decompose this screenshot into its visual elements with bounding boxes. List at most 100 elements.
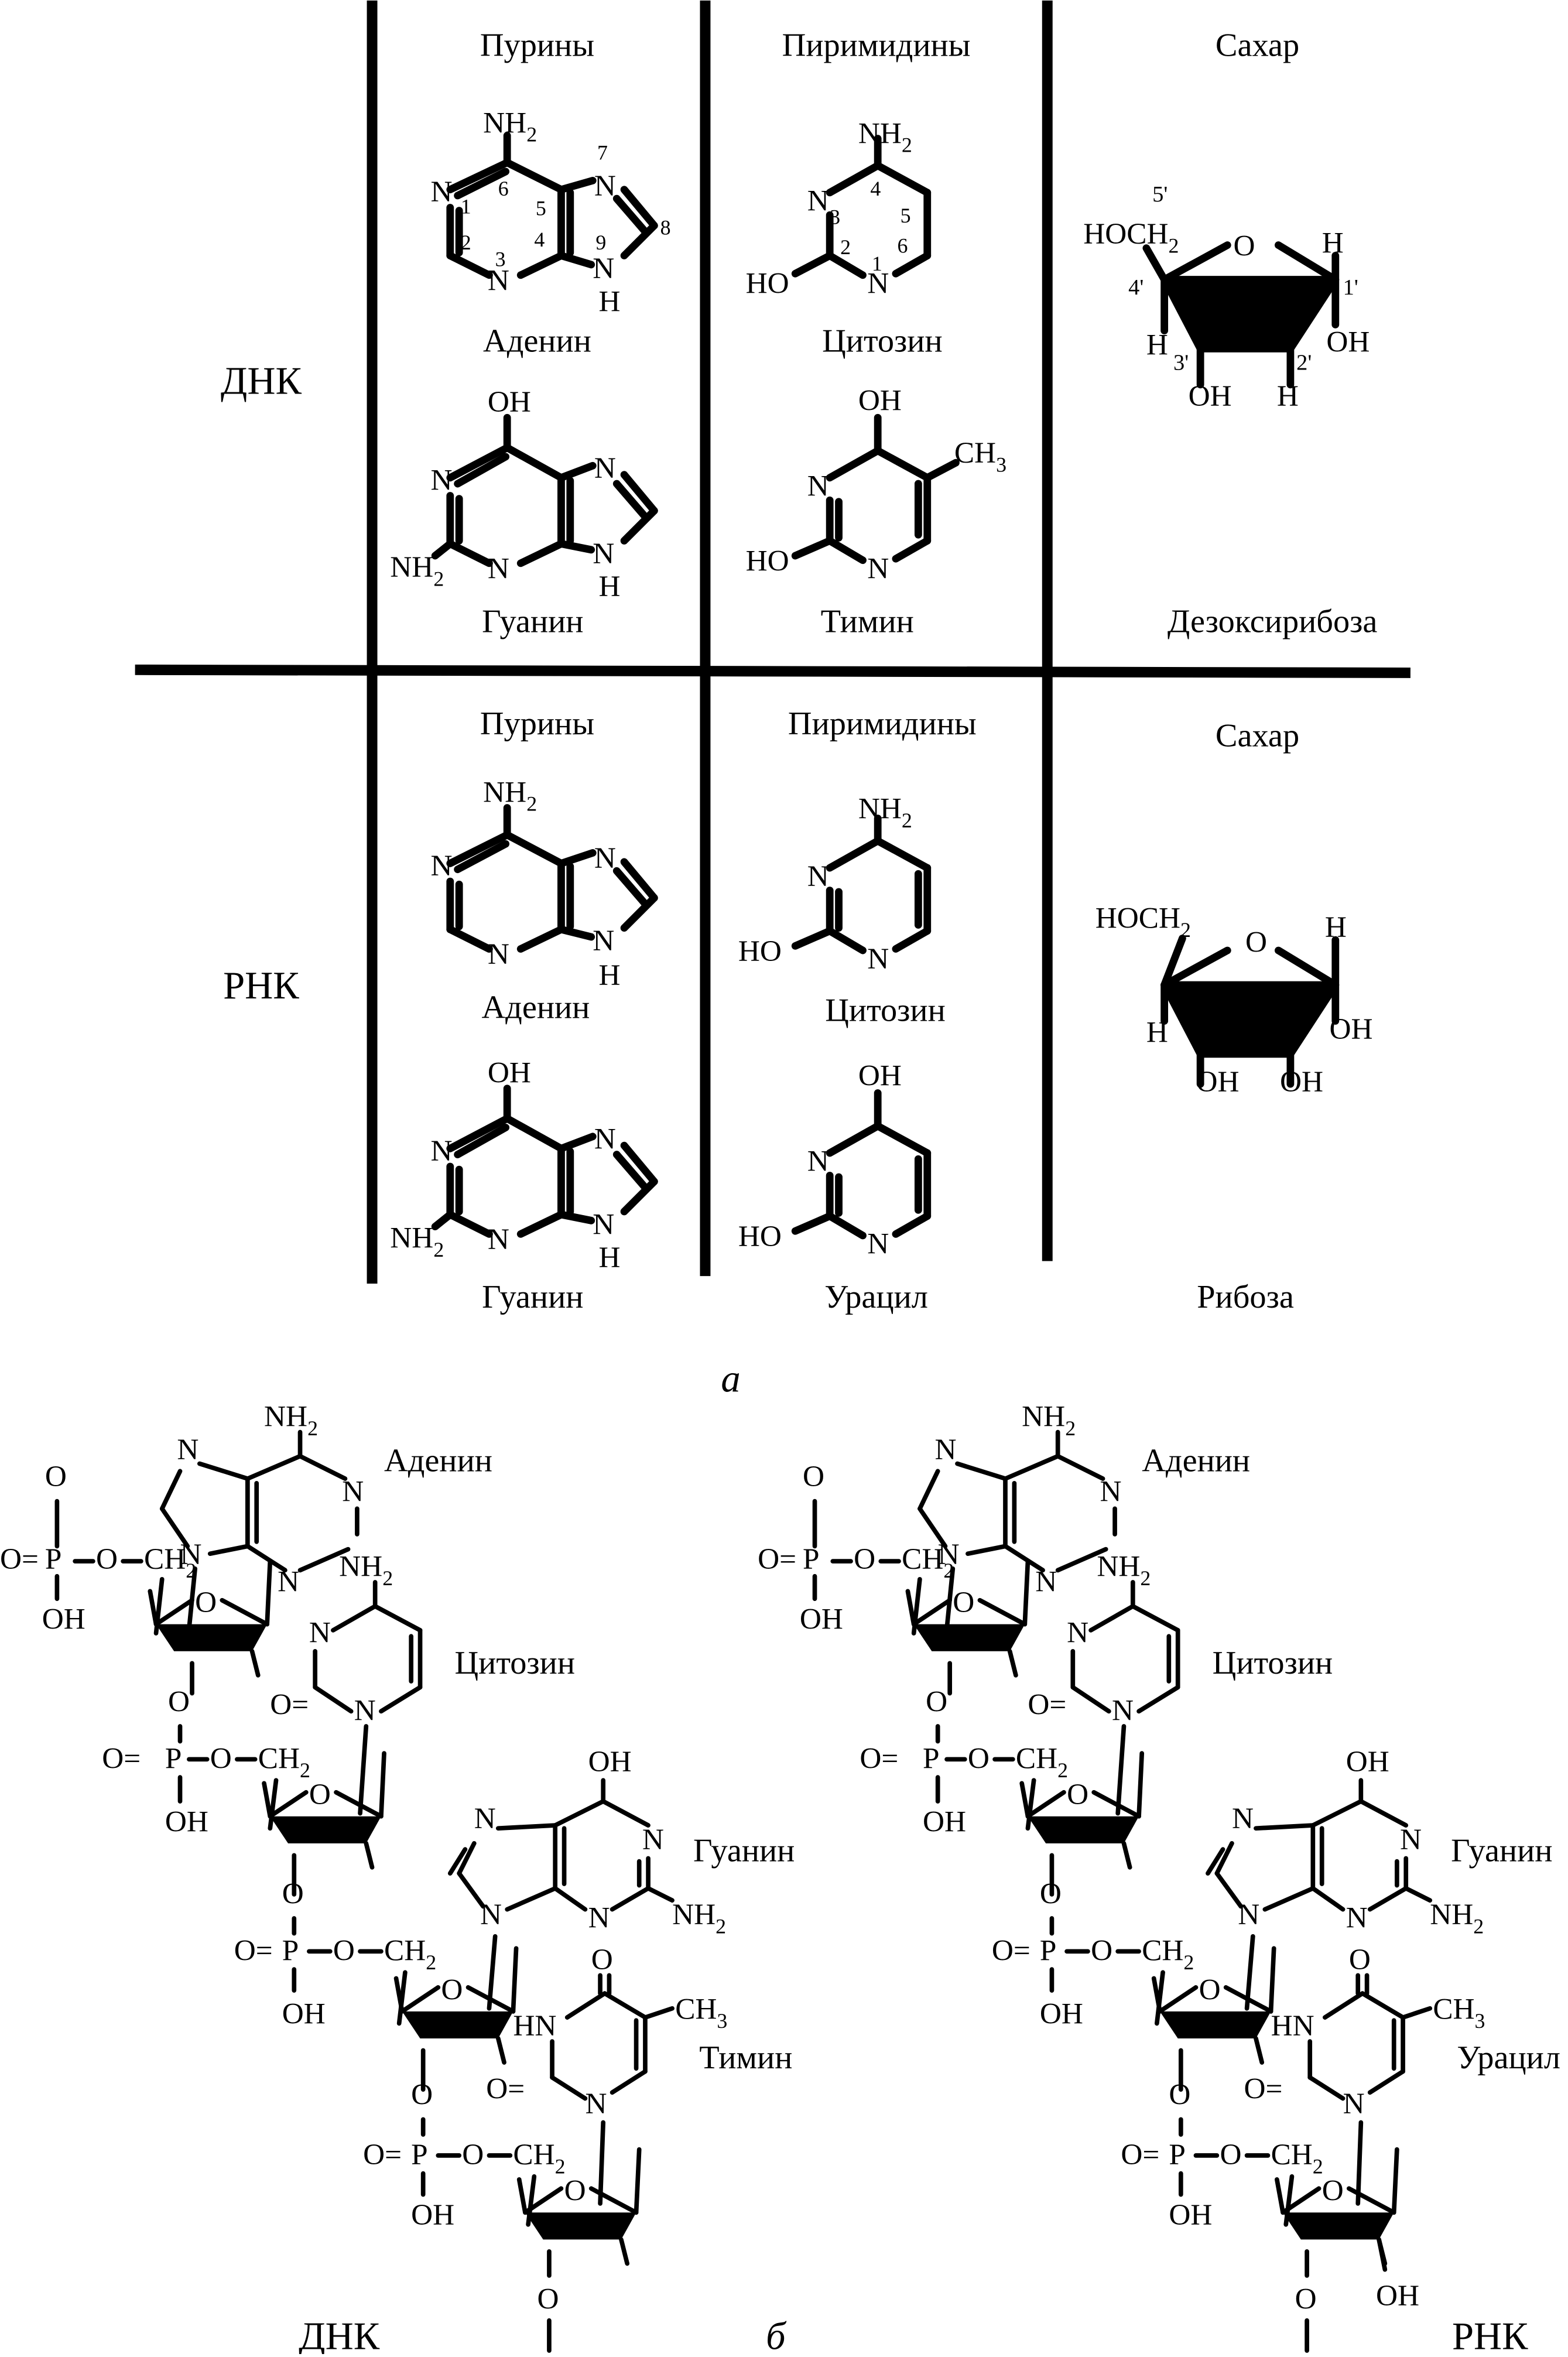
atom-o: O (803, 1460, 824, 1493)
bond (1055, 1547, 1108, 1573)
atom-h: H (1278, 983, 1300, 1016)
atom-n: N (807, 1145, 829, 1178)
atom-n: N (480, 1898, 502, 1931)
adenine-label: Аденин (1142, 1442, 1250, 1479)
sugar-ring: OOH (1274, 2147, 1419, 2312)
bond (1136, 1751, 1145, 1819)
ring-oxygen: O (309, 1778, 331, 1811)
bond (457, 1871, 486, 1909)
atom-oh: OH (800, 1602, 843, 1636)
atom-n: N (593, 537, 614, 570)
atom-o: O (168, 1685, 190, 1718)
atom-p: P (282, 1934, 299, 1968)
bond (1310, 1799, 1364, 1828)
atom-nh2: NH2 (858, 792, 912, 832)
ribose-structure (1160, 935, 1340, 1088)
atom-oh: OH (1330, 1012, 1373, 1046)
atom-o: O (1169, 2078, 1190, 2112)
bond (643, 2006, 675, 2020)
ring-number: 7 (597, 141, 608, 165)
ring-oxygen: O (564, 2174, 586, 2208)
bond (1130, 1604, 1180, 1633)
bond (268, 1790, 309, 1819)
atom-o: O (1040, 1877, 1062, 1910)
rna-strand-label: РНК (1452, 2315, 1528, 2354)
cytosine-numbering: 1 2 3 4 5 6 (830, 177, 910, 275)
dna-pyrimidines-header: Пиримидины (782, 28, 971, 64)
bond (1088, 1604, 1135, 1633)
sugar-ring: O (262, 1751, 386, 1870)
atom-oh: OH (165, 1805, 208, 1838)
bond (1367, 2069, 1405, 2095)
bond (511, 1946, 519, 2014)
ring-number: 5 (536, 196, 546, 220)
atom-n: N (867, 1227, 889, 1261)
atom-n: N (807, 470, 829, 503)
deoxyribose-atoms: HOCH2 O H H H H OH OH H (1083, 217, 1370, 413)
atom-oh: OH (858, 1059, 902, 1093)
atom-n: N (180, 1538, 202, 1571)
atom-oh: OH (488, 1056, 531, 1090)
dna-cytosine-atoms: NH2 N N HO (746, 117, 912, 300)
bond (1115, 1724, 1127, 1816)
bond (646, 1886, 675, 1903)
atom-hoch2: HOCH2 (1083, 217, 1179, 257)
atom-hn: HN (1271, 2009, 1314, 2043)
grid-hline (135, 664, 1410, 678)
dna-row-label: ДНК (221, 360, 302, 402)
atom-hn: HN (513, 2009, 556, 2043)
atom-ch3: CH3 (675, 1993, 727, 2033)
rna-guanine-structure (431, 1085, 658, 1238)
bond (977, 1597, 1028, 1627)
atom-oh: OH (1346, 1745, 1389, 1778)
atom-h: H (1146, 1015, 1168, 1049)
atom-o: O (926, 1685, 947, 1718)
atom-n: N (177, 1433, 198, 1466)
bond (447, 1847, 468, 1876)
bond (1025, 1778, 1036, 1831)
ring-number: 1 (872, 252, 882, 275)
atom-ch2: CH2 (1016, 1742, 1068, 1782)
atom-o: O= (234, 1934, 273, 1968)
ring-number: 4' (1128, 275, 1144, 300)
bond (1281, 2186, 1321, 2215)
atom-ch2: CH2 (144, 1542, 196, 1582)
bond (249, 1648, 261, 1678)
atom-h: H (1199, 983, 1221, 1016)
sugar-ring: O (905, 1559, 1031, 1678)
atom-o: O (96, 1542, 118, 1576)
atom-h: H (1278, 279, 1300, 312)
dna-cytosine-label: Цитозин (822, 323, 943, 360)
atom-n: N (488, 552, 509, 585)
sugar-ring: O (516, 2147, 642, 2266)
bond (465, 1985, 516, 2014)
bond (516, 2177, 528, 2215)
dna-adenine-structure (446, 132, 658, 279)
ring-oxygen: O (1245, 926, 1267, 959)
dna-guanine-structure (431, 413, 658, 567)
bond (334, 1790, 384, 1819)
atom-ch2: CH2 (1271, 2138, 1323, 2178)
atom-o: O (1091, 1934, 1112, 1968)
atom-h: H (599, 570, 621, 603)
ring-number: 4 (870, 177, 881, 200)
atom-n: N (867, 267, 889, 300)
atom-o: O= (270, 1688, 309, 1721)
ribose-atoms: HOCH2 O H H H H OH OH OH (1095, 902, 1373, 1099)
atom-n: N (642, 1823, 664, 1856)
atom-o: O (1220, 2138, 1241, 2171)
atom-n: N (430, 175, 452, 208)
atom-nh2: NH2 (390, 1221, 444, 1261)
bond (601, 1799, 651, 1828)
bond (457, 1841, 477, 1876)
atom-oh: OH (1196, 1065, 1239, 1099)
rna-adenine-label: Аденин (481, 989, 590, 1025)
